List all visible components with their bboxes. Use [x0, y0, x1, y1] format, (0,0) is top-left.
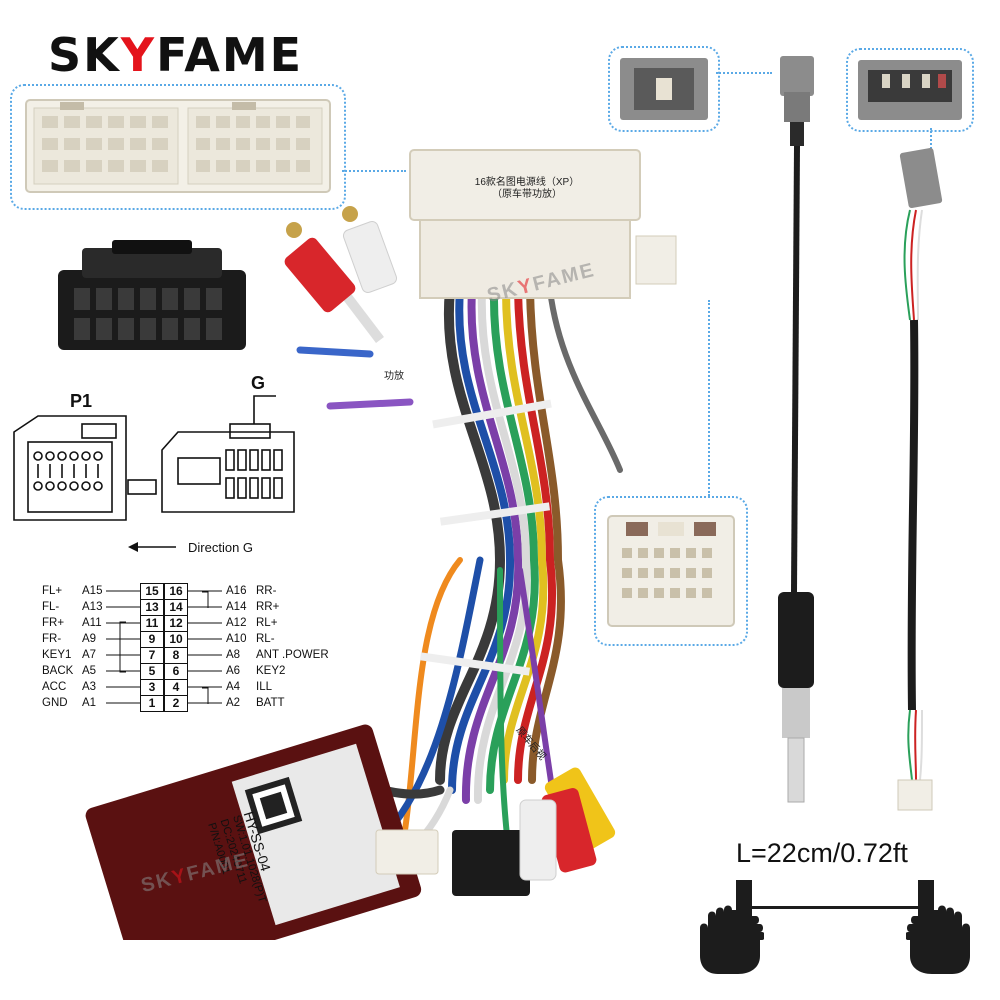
- pin-right-name: RR+: [256, 601, 280, 613]
- pinout-row: GND A1 1 2 A2 BATT: [42, 695, 332, 712]
- antenna-adapter-cable-image: [778, 56, 814, 803]
- pinout-row: FL+ A15 15 16 A16 RR-: [42, 583, 332, 600]
- antenna-leader-line: [716, 72, 772, 74]
- pin-left-name: FR-: [42, 633, 62, 645]
- brand-suffix: FAME: [156, 28, 304, 82]
- pinout-table: FL+ A15 15 16 A16 RR- FL- A13 13 14 A14 …: [42, 582, 332, 722]
- pin-left-code: A7: [82, 649, 97, 661]
- pin-left-code: A15: [82, 585, 103, 597]
- black-iso-connector-image: [58, 240, 246, 350]
- pin-right-code: A12: [226, 617, 247, 629]
- pin-left-name: FL-: [42, 601, 60, 613]
- pin-right-name: ILL: [256, 681, 272, 693]
- pin-right-code: A10: [226, 633, 247, 645]
- pin-right-code: A2: [226, 697, 241, 709]
- pin-right-name: BATT: [256, 697, 285, 709]
- pin-right-code: A8: [226, 649, 241, 661]
- pin-right-name: RL-: [256, 633, 275, 645]
- pin-left-name: GND: [42, 697, 68, 709]
- main-connector-tag-line2: （原车带功放）: [492, 189, 562, 200]
- right-connector-leader-line: [708, 300, 710, 496]
- antenna-connector-frame: [608, 46, 720, 132]
- pin-right-name: RL+: [256, 617, 278, 629]
- pin-right-code: A16: [226, 585, 247, 597]
- g-label: G: [251, 373, 266, 393]
- grey-antenna-connector-face: [620, 58, 708, 120]
- pin-left-code: A13: [82, 601, 103, 613]
- pin-left-name: KEY1: [42, 649, 72, 661]
- mic-leader-line: [930, 128, 932, 152]
- pin-left-name: FR+: [42, 617, 65, 629]
- pin-left-name: ACC: [42, 681, 67, 693]
- pinout-leader-lines: [106, 590, 222, 704]
- extension-cable-image: [897, 147, 943, 811]
- pin-left-code: A5: [82, 665, 97, 677]
- grey-mic-connector-face: [858, 60, 962, 120]
- pin-left-code: A1: [82, 697, 97, 709]
- mic-connector-frame: [846, 48, 974, 132]
- amp-tag: 功放: [384, 371, 404, 382]
- p1-label: P1: [70, 391, 93, 411]
- wiring-harness-image: [85, 149, 677, 940]
- pinout-row: BACK A5 5 6 A6 KEY2: [42, 663, 332, 680]
- pin-left-code: A9: [82, 633, 97, 645]
- pointing-hand-right-icon: [906, 880, 970, 974]
- pin-right-code: A14: [226, 601, 247, 613]
- pointing-hand-left-icon: [700, 880, 764, 974]
- pinout-row: FR+ A11 11 12 A12 RL+: [42, 615, 332, 632]
- pin-right-code: A4: [226, 681, 241, 693]
- pin-right-number: 2: [164, 695, 188, 712]
- pin-left-code: A11: [82, 617, 102, 629]
- pin-right-name: KEY2: [256, 665, 286, 677]
- p1-g-connector-drawings: [13, 395, 295, 521]
- pin-right-name: RR-: [256, 585, 277, 597]
- main-connector-frame: [10, 84, 346, 210]
- pin-right-name: ANT .POWER: [256, 649, 329, 661]
- brand-prefix: SK: [48, 28, 121, 82]
- length-label: L=22cm/0.72ft: [736, 838, 908, 868]
- white-harness-connector-image: [25, 99, 331, 193]
- small-connector-frame: [594, 496, 748, 646]
- direction-label: Direction G: [188, 540, 254, 555]
- brand-logo: SKYFAME: [48, 28, 303, 82]
- pinout-row: KEY1 A7 7 8 A8 ANT .POWER: [42, 647, 332, 664]
- arrow-left-icon: [128, 542, 176, 552]
- pin-left-name: FL+: [42, 585, 63, 597]
- pin-left-code: A3: [82, 681, 97, 693]
- pinout-row: FL- A13 13 14 A14 RR+: [42, 599, 332, 616]
- main-connector-tag-line1: 16款名图电源线（XP）: [474, 177, 580, 188]
- length-line: [752, 906, 922, 909]
- connector-leader-line: [342, 170, 406, 172]
- main-connector-tag: 16款名图电源线（XP） （原车带功放）: [474, 177, 580, 201]
- brand-accent: Y: [120, 28, 157, 82]
- pin-right-code: A6: [226, 665, 241, 677]
- pin-left-name: BACK: [42, 665, 74, 677]
- pin-left-number: 1: [140, 695, 164, 712]
- pinout-row: FR- A9 9 10 A10 RL-: [42, 631, 332, 648]
- small-white-connector-image: [607, 515, 735, 627]
